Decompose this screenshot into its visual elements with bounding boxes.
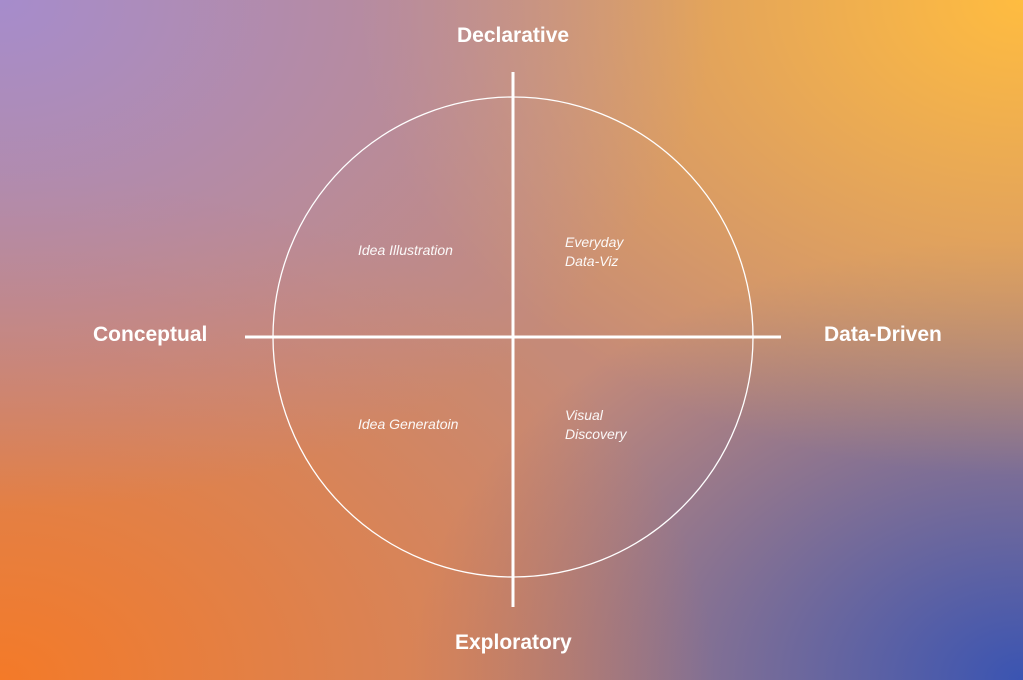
quadrant-label: Visual [565, 407, 603, 423]
quadrant-top-right: Everyday Data-Viz [565, 233, 623, 271]
quadrant-top-left: Idea Illustration [358, 241, 453, 260]
quadrant-bottom-left: Idea Generatoin [358, 415, 458, 434]
axis-label-bottom: Exploratory [455, 631, 572, 654]
axis-label-top: Declarative [457, 24, 570, 47]
quadrant-label: Idea Generatoin [358, 416, 459, 432]
quadrant-label: Discovery [565, 426, 627, 442]
axis-label-left: Conceptual [93, 323, 208, 346]
quadrant-bottom-right: Visual Discovery [565, 406, 626, 444]
quadrant-label: Everyday [565, 234, 624, 250]
axis-label-right: Data-Driven [824, 323, 942, 346]
quadrant-label: Idea Illustration [358, 242, 453, 258]
quadrant-label: Data-Viz [565, 253, 619, 269]
